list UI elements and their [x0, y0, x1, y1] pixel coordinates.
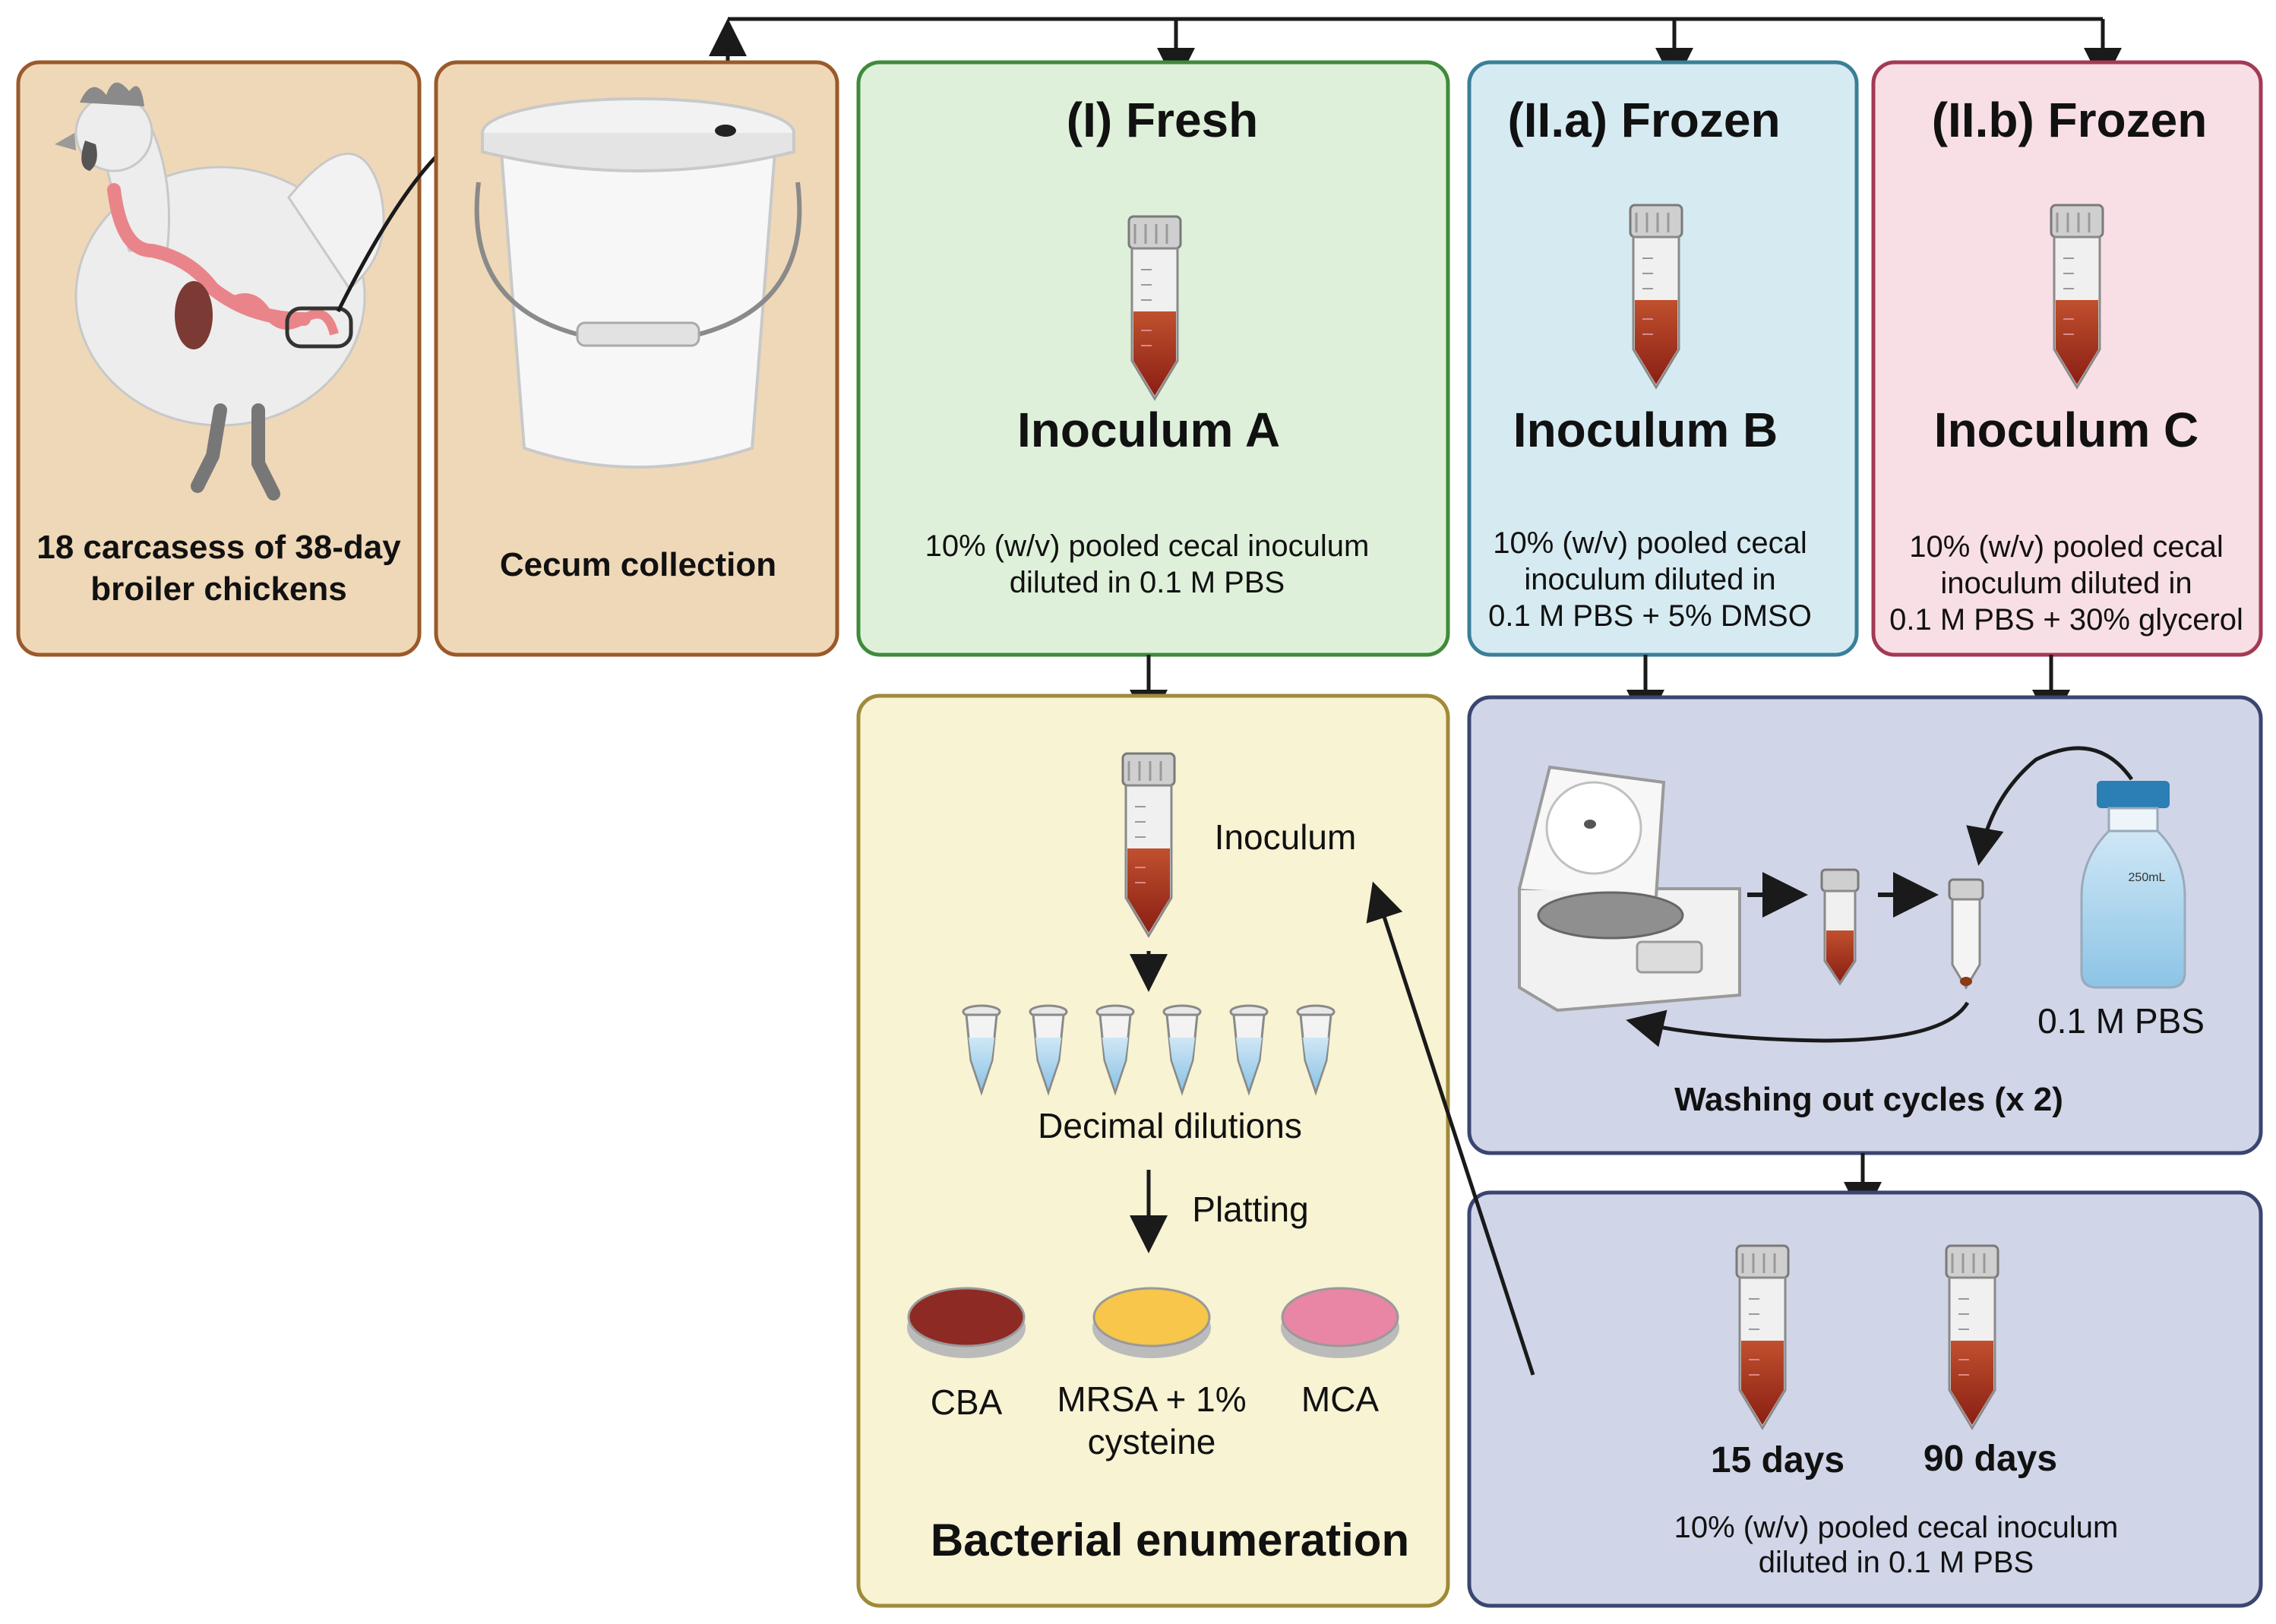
frozen-a-box: (II.a) Frozen Inoculum B 10% (w/v) poole…: [1467, 60, 1859, 657]
storage-box: 15 days 90 days 10% (w/v) pooled cecal i…: [1467, 1190, 2263, 1608]
enumeration-box: Inoculum Decimal dilutions Platting CBA M…: [856, 694, 1450, 1608]
chicken-illustration: [55, 82, 385, 501]
frozen-a-desc-line3: 0.1 M PBS + 5% DMSO: [1488, 599, 1812, 633]
storage-desc-line2: diluted in 0.1 M PBS: [1759, 1546, 2034, 1579]
bucket-icon: [474, 97, 802, 469]
frozen-b-desc-line1: 10% (w/v) pooled cecal: [1909, 530, 2224, 564]
chickens-label-line2: broiler chickens: [90, 570, 346, 608]
fresh-title: (I) Fresh: [1067, 93, 1258, 147]
frozen-a-title: (II.a) Frozen: [1507, 93, 1780, 147]
wash-tube-icon: [1820, 868, 1860, 985]
agar-plate: [907, 1287, 1026, 1358]
agar-plates: CBA MRSA + 1%cysteine MCA: [907, 1287, 1399, 1461]
platting-label: Platting: [1192, 1190, 1308, 1229]
inoculum-b-label: Inoculum B: [1513, 403, 1778, 457]
frozen-b-desc-line2: inoculum diluted in: [1940, 567, 2192, 600]
inoculum-c-label: Inoculum C: [1934, 403, 2199, 457]
storage-desc-line1: 10% (w/v) pooled cecal inoculum: [1674, 1511, 2119, 1544]
tube-to-centrifuge-arrow: [1626, 1001, 1970, 1047]
dilutions-label: Decimal dilutions: [1038, 1106, 1302, 1145]
agar-plate: [1092, 1287, 1211, 1358]
tube-15-days-label: 15 days: [1711, 1440, 1845, 1480]
washing-box: 250mL 0.1 M PBS Washing out cycles (x 2): [1467, 695, 2263, 1155]
plate-label: CBA: [931, 1382, 1003, 1422]
frozen-a-desc-line1: 10% (w/v) pooled cecal: [1493, 526, 1807, 560]
plate-label-line2: cysteine: [1088, 1422, 1216, 1461]
inoculum-label: Inoculum: [1215, 817, 1357, 857]
frozen-b-box: (II.b) Frozen Inoculum C 10% (w/v) poole…: [1871, 60, 2263, 657]
bottle-label: 0.1 M PBS: [2037, 1001, 2205, 1041]
bottle-to-tube-arrow: [1966, 746, 2134, 866]
chickens-box: 18 carcasess of 38-day broiler chickens: [16, 60, 422, 657]
frozen-b-title: (II.b) Frozen: [1932, 93, 2208, 147]
centrifuge-icon: [1518, 765, 1741, 1013]
enumeration-title: Bacterial enumeration: [931, 1515, 1409, 1566]
washing-label: Washing out cycles (x 2): [1674, 1081, 2063, 1118]
fresh-desc-line1: 10% (w/v) pooled cecal inoculum: [925, 529, 1370, 563]
cecum-label: Cecum collection: [500, 546, 776, 583]
agar-plate: [1281, 1287, 1399, 1358]
fresh-box: (I) Fresh Inoculum A 10% (w/v) pooled ce…: [856, 60, 1450, 657]
bottle-volume-label: 250mL: [2129, 871, 2166, 884]
pbs-bottle-icon: 250mL: [2080, 781, 2186, 989]
plate-label: MRSA + 1%: [1057, 1379, 1246, 1419]
chickens-label-line1: 18 carcasess of 38-day: [36, 529, 401, 566]
storage-to-inoculum-arrow: [1366, 881, 1535, 1376]
fresh-desc-line2: diluted in 0.1 M PBS: [1010, 566, 1285, 599]
inoculum-a-label: Inoculum A: [1017, 403, 1280, 457]
pellet-tube-icon: [1948, 878, 1984, 990]
frozen-a-desc-line2: inoculum diluted in: [1524, 563, 1775, 596]
cecum-box: Cecum collection: [434, 60, 839, 657]
tube-90-days-label: 90 days: [1924, 1439, 2057, 1479]
frozen-b-desc-line3: 0.1 M PBS + 30% glycerol: [1889, 603, 2243, 637]
plate-label: MCA: [1301, 1379, 1380, 1419]
